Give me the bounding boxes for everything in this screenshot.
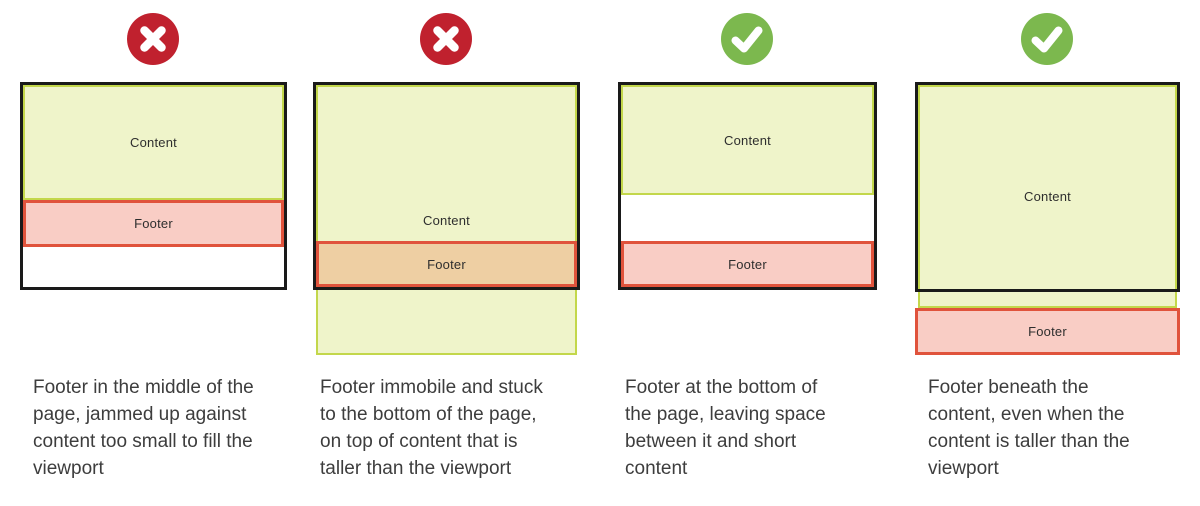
x-icon: [127, 13, 179, 65]
content-label: Content: [1024, 189, 1071, 204]
viewport-box: [313, 82, 580, 290]
viewport-box: [20, 82, 287, 290]
footer-label: Footer: [134, 216, 173, 231]
content-box: Content: [23, 85, 284, 200]
caption: Footer beneath the content, even when th…: [928, 377, 1130, 479]
panel-footer-beneath-content: Content Footer Footer beneath the conten…: [900, 0, 1200, 506]
footer-label: Footer: [728, 256, 767, 272]
panel-footer-stuck-over-content: Content Footer Footer immobile and stuck…: [300, 0, 600, 506]
content-label: Content: [130, 135, 177, 150]
check-icon: [1021, 13, 1073, 65]
content-label: Content: [423, 212, 470, 228]
panel-footer-bottom-with-gap: Content Footer Footer at the bottom of t…: [600, 0, 900, 506]
viewport-box: [618, 82, 877, 290]
footer-box: Footer: [621, 241, 874, 287]
x-icon: [420, 13, 472, 65]
footer-label: Footer: [427, 256, 466, 272]
content-box: Content: [621, 85, 874, 195]
footer-label: Footer: [1028, 324, 1067, 339]
caption: Footer at the bottom of the page, leavin…: [625, 377, 826, 479]
check-icon: [721, 13, 773, 65]
content-box: Content: [918, 85, 1177, 308]
footer-box: Footer: [316, 241, 577, 287]
content-label: Content: [724, 132, 771, 148]
footer-box: Footer: [915, 308, 1180, 355]
content-box: Content: [316, 85, 577, 355]
caption: Footer immobile and stuck to the bottom …: [320, 377, 543, 479]
footer-box: Footer: [23, 200, 284, 247]
panel-footer-in-middle: Content Footer Footer in the middle of t…: [0, 0, 300, 506]
viewport-box: [915, 82, 1180, 292]
caption: Footer in the middle of the page, jammed…: [33, 377, 254, 479]
